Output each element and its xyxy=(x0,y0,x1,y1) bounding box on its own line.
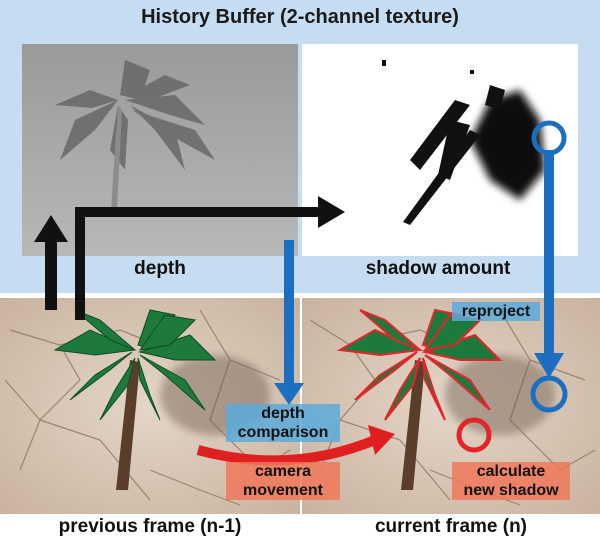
history-buffer-title: History Buffer (2-channel texture) xyxy=(141,6,459,28)
camera-movement-line1: camera xyxy=(254,463,312,480)
reproject-blue-arrow xyxy=(534,150,564,378)
calculate-new-shadow-line2: new shadow xyxy=(463,482,559,499)
calculate-new-shadow-tag: calculate new shadow xyxy=(452,462,570,500)
depth-buffer-image xyxy=(22,44,298,256)
shadow-sample-circle xyxy=(531,120,567,156)
upward-black-arrow xyxy=(34,215,68,310)
current-frame-image xyxy=(302,298,600,514)
camera-movement-arrow xyxy=(196,425,395,466)
depth-comparison-tag: depth comparison xyxy=(226,404,340,442)
camera-movement-line2: movement xyxy=(242,482,324,499)
depth-comparison-line1: depth xyxy=(261,405,305,422)
depth-label: depth xyxy=(134,258,186,279)
reproject-tag: reproject xyxy=(452,302,540,321)
previous-frame-label: previous frame (n-1) xyxy=(58,516,242,537)
depth-down-blue-arrow xyxy=(274,240,304,405)
shadow-amount-label: shadow amount xyxy=(365,258,511,279)
shadow-amount-image xyxy=(302,44,578,256)
depth-comparison-line2: comparison xyxy=(237,424,329,441)
new-shadow-circle xyxy=(456,417,492,453)
reproject-text: reproject xyxy=(461,303,531,320)
reprojected-sample-circle xyxy=(530,375,568,413)
camera-movement-tag: camera movement xyxy=(226,462,340,500)
current-frame-label: current frame (n) xyxy=(374,516,528,537)
right-black-arrow xyxy=(75,196,345,320)
calculate-new-shadow-line1: calculate xyxy=(476,463,546,480)
